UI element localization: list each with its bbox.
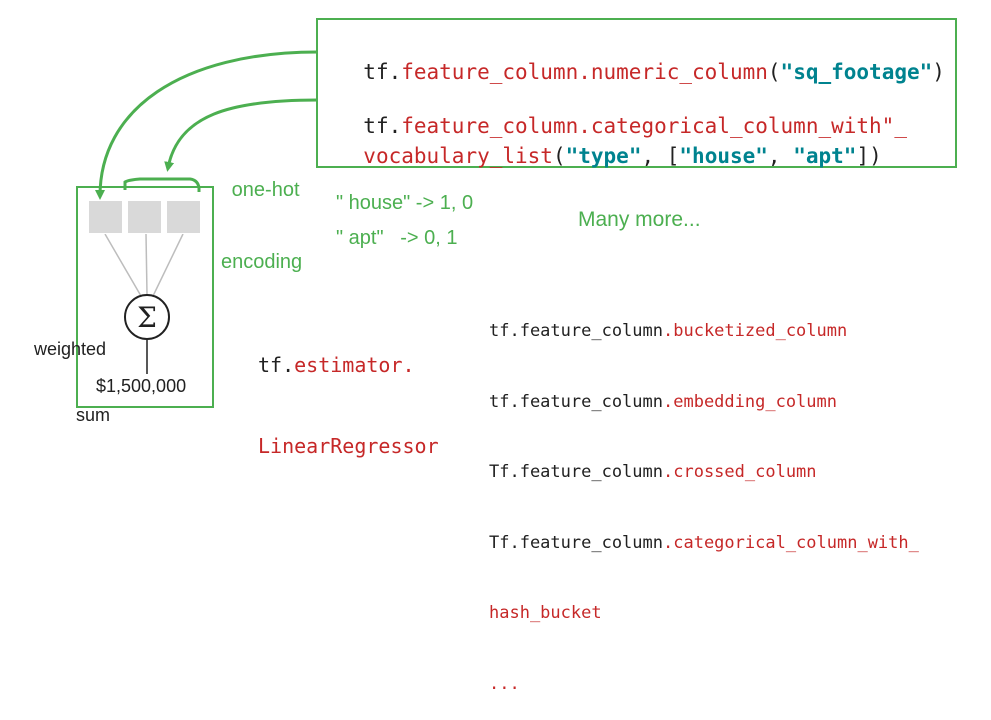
code-sep: , [	[641, 144, 680, 168]
estimator-label: tf.estimator. LinearRegressor	[258, 298, 439, 487]
code-paren: )	[932, 60, 945, 84]
code-func: feature_column.categorical_column_with"_	[401, 114, 907, 138]
numeric-arrow	[95, 50, 319, 200]
code-arg: "type"	[565, 144, 642, 168]
estimator-prefix: tf.	[258, 353, 295, 377]
connector-wires	[95, 50, 319, 374]
code-arg: "house"	[679, 144, 768, 168]
weighted-label: weighted	[34, 339, 107, 359]
output-value: $1,500,000	[96, 376, 187, 396]
mapping-apt: " apt" -> 0, 1	[336, 227, 458, 249]
code-paren: ])	[856, 144, 882, 168]
input-line-2	[145, 233, 148, 295]
column-suffix: ...	[489, 673, 520, 694]
code-prefix: tf.	[363, 114, 402, 138]
column-suffix: .crossed_column	[663, 462, 817, 482]
column-prefix: tf.feature_column	[489, 321, 663, 341]
more-column-item: hash_bucket	[489, 602, 919, 626]
code-arg: "apt"	[793, 144, 857, 168]
sum-icon: Σ	[124, 294, 170, 340]
code-func: vocabulary_list	[363, 144, 553, 168]
estimator-name1: estimator.	[294, 353, 415, 377]
column-prefix: Tf.feature_column	[489, 462, 663, 482]
code-line-numeric: tf.feature_column.numeric_column("sq_foo…	[338, 36, 945, 84]
sum-label: sum	[76, 405, 111, 425]
code-func: feature_column.numeric_column	[401, 60, 768, 84]
one-hot-line2: encoding	[221, 251, 303, 273]
one-hot-bracket	[123, 177, 201, 192]
linear-model-box	[76, 186, 214, 408]
mapping-house: " house" -> 1, 0	[336, 192, 474, 214]
estimator-name2: LinearRegressor	[258, 434, 439, 458]
input-cell-house	[127, 200, 162, 234]
code-prefix: tf.	[363, 60, 402, 84]
code-line-categorical: tf.feature_column.categorical_column_wit…	[338, 90, 907, 138]
more-column-item: ...	[489, 673, 919, 697]
code-arg: "sq_footage"	[780, 60, 933, 84]
more-columns-list: tf.feature_column.bucketized_column tf.f…	[489, 273, 919, 720]
code-line-vocabulary: vocabulary_list("type", ["house", "apt"]…	[338, 120, 882, 168]
input-line-3	[152, 233, 184, 297]
many-more-label: Many more...	[578, 208, 701, 231]
more-column-item: Tf.feature_column.categorical_column_wit…	[489, 532, 919, 556]
code-sep: ,	[767, 144, 794, 168]
weighted-sum-label: weighted sum	[34, 294, 110, 448]
more-column-item: tf.feature_column.bucketized_column	[489, 320, 919, 344]
input-cell-numeric	[88, 200, 123, 234]
one-hot-line1: one-hot	[231, 179, 300, 201]
column-suffix: .bucketized_column	[663, 321, 848, 341]
code-paren: (	[552, 144, 566, 168]
input-line-1	[104, 233, 142, 297]
column-prefix: tf.feature_column	[489, 391, 663, 412]
column-suffix: .categorical_column_with_	[663, 532, 919, 553]
categorical-arrow	[164, 98, 319, 172]
more-column-item: tf.feature_column.embedding_column	[489, 391, 919, 415]
code-paren: (	[767, 60, 781, 84]
column-suffix: hash_bucket	[489, 603, 602, 623]
more-column-item: Tf.feature_column.crossed_column	[489, 461, 919, 485]
one-hot-label: one-hot encoding	[221, 130, 302, 298]
column-prefix: Tf.feature_column	[489, 532, 663, 553]
feature-column-code-box	[316, 18, 957, 168]
input-cell-apt	[166, 200, 201, 234]
column-suffix: .embedding_column	[663, 391, 837, 412]
